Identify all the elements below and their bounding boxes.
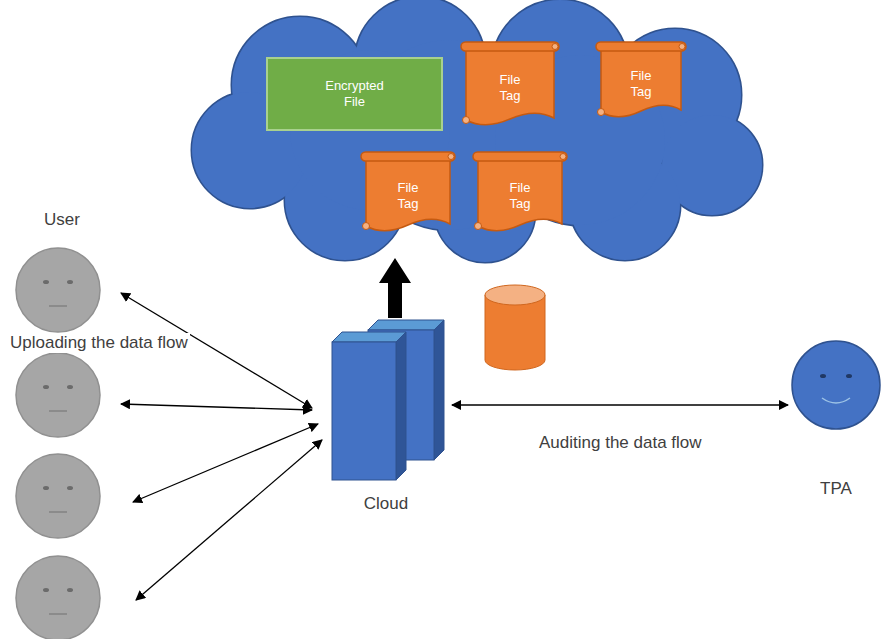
database-cylinder bbox=[485, 285, 545, 370]
upload-arrow bbox=[121, 404, 312, 410]
box-text: Encrypted File bbox=[315, 78, 395, 111]
box-text: File Tag bbox=[391, 180, 425, 213]
user-faces bbox=[16, 248, 100, 639]
user-face bbox=[16, 248, 100, 332]
edge-label: Auditing the data flow bbox=[537, 433, 704, 453]
user-label: User bbox=[42, 210, 82, 230]
cloud-server-outline bbox=[322, 318, 450, 518]
box-text: File Tag bbox=[624, 68, 658, 101]
box-text: File Tag bbox=[503, 180, 537, 213]
encrypted-file-box: Encrypted File bbox=[266, 57, 443, 131]
user-face bbox=[16, 556, 100, 639]
upload-arrow bbox=[136, 440, 322, 600]
cloud-shape bbox=[192, 0, 762, 262]
tpa-face-outline bbox=[790, 338, 882, 503]
file-tag-scroll: File Tag bbox=[460, 40, 560, 132]
user-face bbox=[16, 353, 100, 437]
store-arrow bbox=[379, 258, 411, 318]
cloud-server: Cloud bbox=[322, 318, 450, 518]
user-face bbox=[16, 454, 100, 538]
file-tag-scroll: File Tag bbox=[360, 150, 456, 238]
node-caption: Cloud bbox=[364, 493, 408, 514]
upload-label: Uploading the data flow bbox=[8, 333, 190, 353]
upload-arrow bbox=[133, 424, 318, 502]
file-tag-scroll: File Tag bbox=[472, 150, 568, 238]
audit-arrow bbox=[452, 404, 788, 405]
node-caption: TPA bbox=[820, 478, 852, 499]
box-text: File Tag bbox=[493, 72, 527, 105]
file-tag-scroll: File Tag bbox=[595, 40, 687, 124]
tpa-face: TPA bbox=[790, 338, 882, 503]
